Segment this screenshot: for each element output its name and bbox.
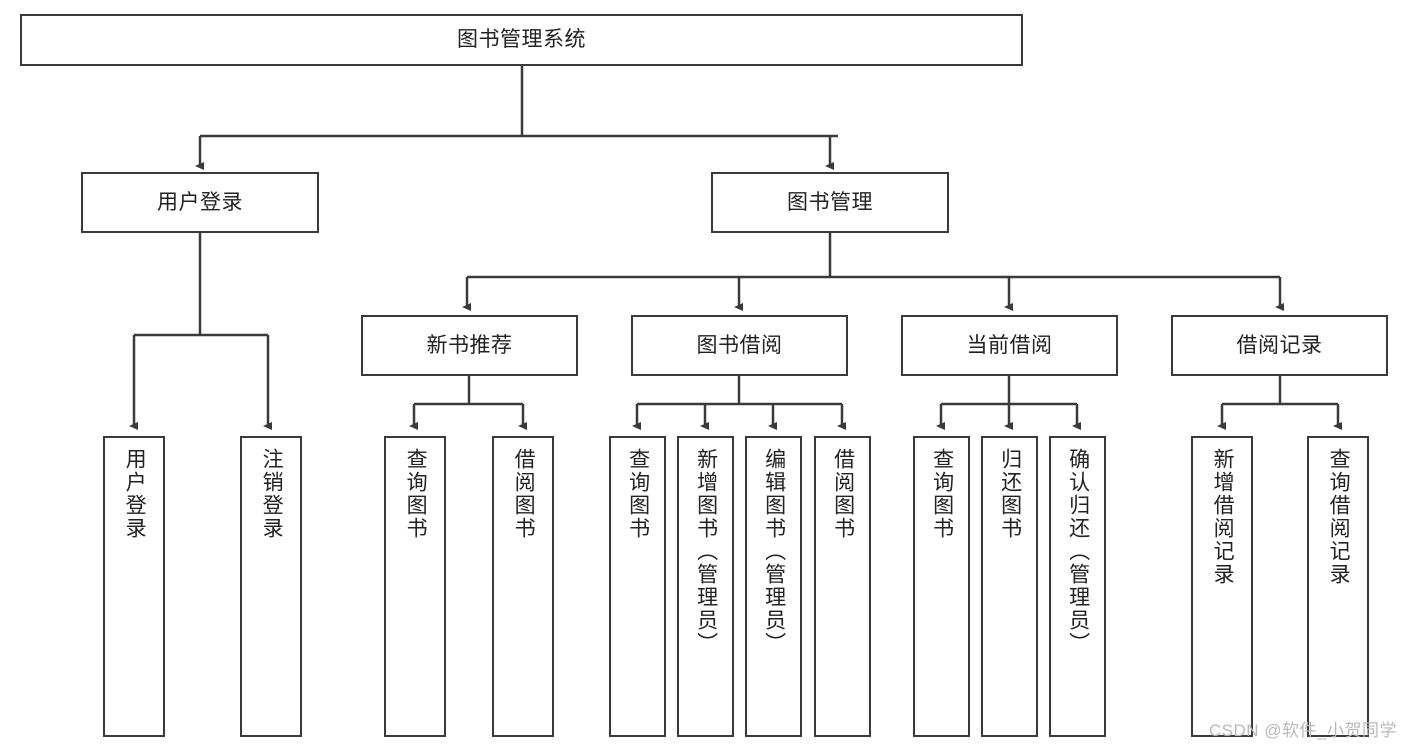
- leaf-new-book-query[interactable]: 查询图书: [384, 436, 446, 737]
- node-label: 当前借阅: [966, 333, 1053, 357]
- node-label: 借阅图书: [512, 448, 536, 540]
- node-label: 查询图书: [404, 448, 428, 540]
- node-user-login[interactable]: 用户登录: [81, 172, 319, 233]
- leaf-current-borrow-confirm-return[interactable]: 确认归还（管理员）: [1049, 436, 1106, 737]
- node-borrow-record[interactable]: 借阅记录: [1171, 315, 1388, 376]
- leaf-book-borrow-query[interactable]: 查询图书: [609, 436, 666, 737]
- node-label: 查询借阅记录: [1327, 448, 1351, 586]
- node-label: 确认归还（管理员）: [1066, 448, 1090, 655]
- node-book-borrow[interactable]: 图书借阅: [631, 315, 848, 376]
- node-label: 图书管理: [787, 190, 873, 214]
- node-label: 新书推荐: [426, 333, 513, 357]
- node-new-book-recommend[interactable]: 新书推荐: [361, 315, 578, 376]
- leaf-current-borrow-return[interactable]: 归还图书: [981, 436, 1038, 737]
- leaf-current-borrow-query[interactable]: 查询图书: [913, 436, 970, 737]
- node-label: 图书管理系统: [457, 28, 586, 52]
- node-label: 注销登录: [260, 448, 284, 540]
- node-current-borrow[interactable]: 当前借阅: [901, 315, 1118, 376]
- node-label: 编辑图书（管理员）: [762, 448, 786, 655]
- leaf-new-book-borrow[interactable]: 借阅图书: [492, 436, 554, 737]
- node-label: 新增图书（管理员）: [694, 448, 718, 655]
- node-label: 借阅图书: [831, 448, 855, 540]
- leaf-user-login-logout[interactable]: 注销登录: [240, 436, 302, 737]
- node-label: 查询图书: [626, 448, 650, 540]
- node-label: 归还图书: [998, 448, 1022, 540]
- node-label: 新增借阅记录: [1211, 448, 1235, 586]
- node-label: 图书借阅: [696, 333, 783, 357]
- node-label: 查询图书: [930, 448, 954, 540]
- leaf-book-borrow-borrow[interactable]: 借阅图书: [814, 436, 871, 737]
- leaf-borrow-record-query[interactable]: 查询借阅记录: [1307, 436, 1369, 737]
- node-label: 借阅记录: [1236, 333, 1323, 357]
- leaf-user-login-login[interactable]: 用户登录: [103, 436, 165, 737]
- node-book-management[interactable]: 图书管理: [711, 172, 949, 233]
- node-book-management-system[interactable]: 图书管理系统: [20, 14, 1023, 66]
- node-label: 用户登录: [157, 190, 243, 214]
- node-label: 用户登录: [123, 448, 147, 540]
- leaf-borrow-record-add[interactable]: 新增借阅记录: [1191, 436, 1253, 737]
- leaf-book-borrow-add[interactable]: 新增图书（管理员）: [677, 436, 734, 737]
- leaf-book-borrow-edit[interactable]: 编辑图书（管理员）: [745, 436, 802, 737]
- csdn-watermark: CSDN @软件_小贺同学: [1208, 721, 1397, 740]
